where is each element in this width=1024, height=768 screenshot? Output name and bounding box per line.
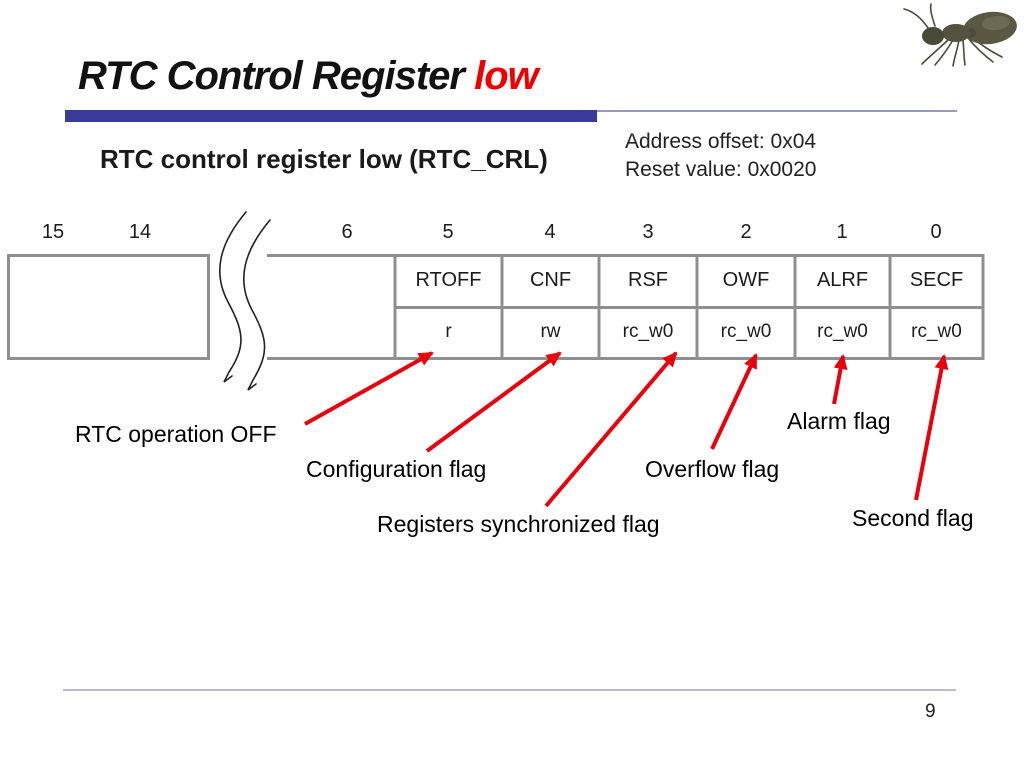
page-title-highlight: low <box>474 54 539 98</box>
label-overflow-flag: Overflow flag <box>645 456 780 482</box>
bit-label-5: 5 <box>442 221 454 243</box>
arrow-registers-synchronized-flag <box>544 351 678 508</box>
break-squiggle <box>218 211 271 391</box>
field-name-cnf: CNF <box>529 269 572 291</box>
field-name-rtoff: RTOFF <box>415 269 482 291</box>
label-registers-synchronized-flag: Registers synchronized flag <box>377 511 660 537</box>
arrow-configuration-flag <box>425 351 562 453</box>
field-name-alrf: ALRF <box>816 269 869 291</box>
field-name-rsf: RSF <box>628 269 668 291</box>
field-name-owf: OWF <box>722 269 770 291</box>
bit-label-0: 0 <box>930 221 942 243</box>
ant-head <box>922 27 944 45</box>
label-second-flag: Second flag <box>852 505 974 531</box>
address-offset-text: Address offset: 0x04 <box>625 130 817 153</box>
page-number: 9 <box>925 701 936 722</box>
register-heading: RTC control register low (RTC_CRL) <box>100 144 548 174</box>
ant-abdomen-shine <box>982 15 1010 31</box>
ant-thorax <box>942 24 970 42</box>
field-access-rsf: rc_w0 <box>622 321 674 342</box>
field-access-secf: rc_w0 <box>911 321 962 342</box>
field-name-secf: SECF <box>909 269 964 291</box>
ant-image <box>903 3 1017 67</box>
bit-label-14: 14 <box>128 221 152 243</box>
field-access-owf: rc_w0 <box>720 321 772 342</box>
label-alarm-flag: Alarm flag <box>787 408 891 434</box>
bit-label-4: 4 <box>544 221 556 243</box>
bit-label-6: 6 <box>341 221 353 243</box>
reset-value-text: Reset value: 0x0020 <box>625 158 817 181</box>
bit-label-1: 1 <box>836 221 848 243</box>
field-access-alrf: rc_w0 <box>817 321 868 342</box>
arrow-second-flag <box>914 354 949 501</box>
bit-label-3: 3 <box>642 221 654 243</box>
footer-divider <box>63 689 956 691</box>
page-title-text: RTC Control Register <box>78 54 475 98</box>
label-rtc-operation-off: RTC operation OFF <box>75 421 277 447</box>
reserved-bits-box <box>7 254 210 360</box>
bit-label-15: 15 <box>41 221 65 243</box>
field-access-cnf: rw <box>540 321 561 342</box>
register-meta: Address offset: 0x04 Reset value: 0x0020 <box>625 128 816 184</box>
title-accent-thin-line <box>597 110 957 112</box>
arrow-rtc-operation-off <box>304 351 434 426</box>
title-accent-bar <box>65 110 597 122</box>
arrow-overflow-flag <box>710 353 758 450</box>
field-access-rtoff: r <box>445 321 452 342</box>
label-configuration-flag: Configuration flag <box>306 456 487 482</box>
arrow-alarm-flag <box>832 354 848 405</box>
page-title: RTC Control Register low <box>78 54 539 99</box>
bit-label-2: 2 <box>740 221 752 243</box>
